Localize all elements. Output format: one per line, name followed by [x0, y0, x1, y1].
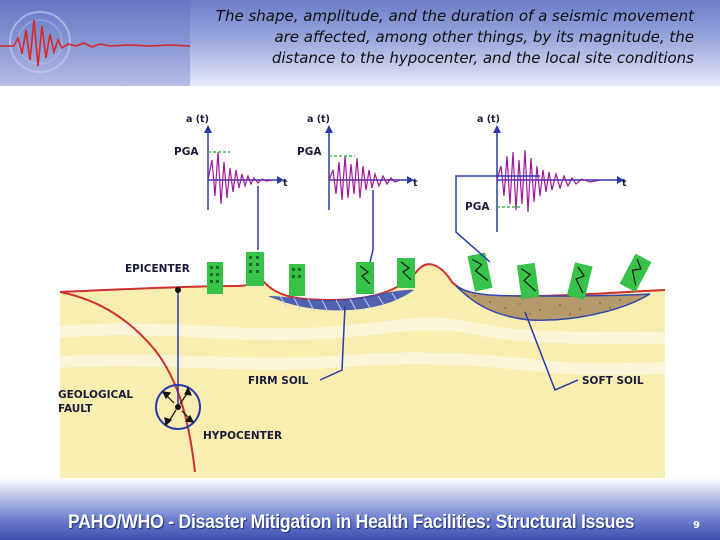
header-band: [0, 0, 720, 86]
hypocenter-dot: [175, 404, 181, 410]
hypocenter-arrows: [161, 386, 195, 427]
accelerogram-3-pga-label: PGA: [465, 201, 490, 213]
accelerogram-1-y-label: a (t): [186, 114, 209, 125]
building-7: [516, 262, 540, 300]
geological-fault-line: [59, 291, 196, 473]
accelerogram-2-x-label: t: [413, 178, 418, 189]
accelerogram-3: [493, 125, 624, 232]
seismic-diagram: a (t) PGA t a (t) PGA t a (t) PGA t: [58, 114, 666, 478]
accelerogram-2-connector: [369, 190, 374, 263]
ground-stripes: [60, 317, 665, 344]
building-2: [246, 252, 264, 286]
soft-soil-label: SOFT SOIL: [582, 375, 644, 387]
hypocenter-circle: [155, 384, 201, 430]
accelerogram-2: [325, 125, 414, 210]
accelerogram-2-y-label: a (t): [307, 114, 330, 125]
slide-title-line-2: are affected, among other things, by its…: [274, 28, 694, 46]
soft-soil-speckle: [474, 295, 621, 315]
building-3: [289, 264, 305, 296]
building-9: [619, 253, 652, 293]
accelerogram-2-pga-label: PGA: [297, 146, 322, 158]
epicenter-dot: [175, 287, 181, 293]
firm-soil-pointer: [319, 305, 346, 381]
accelerogram-3-y-label: a (t): [477, 114, 500, 125]
accelerogram-3-connector: [455, 175, 540, 263]
building-6: [467, 252, 493, 292]
footer-band: [0, 478, 720, 540]
hypocenter-label: HYPOCENTER: [203, 430, 282, 442]
soft-soil-pointer: [524, 311, 579, 391]
page-number: 9: [693, 520, 700, 531]
accelerogram-1: [204, 125, 284, 210]
slide-title-line-1: The shape, amplitude, and the duration o…: [215, 7, 694, 25]
building-1: [207, 262, 223, 294]
epicenter-label: EPICENTER: [125, 263, 190, 275]
geological-fault-label-line-1: GEOLOGICAL: [58, 389, 133, 401]
ground-stripes-2: [60, 352, 665, 376]
slide-title-line-3: distance to the hypocenter, and the loca…: [271, 49, 694, 67]
firm-soil-basin: [268, 289, 414, 311]
accelerogram-1-pga-label: PGA: [174, 146, 199, 158]
accelerogram-1-x-label: t: [283, 178, 288, 189]
slide-title: The shape, amplitude, and the duration o…: [134, 6, 694, 69]
building-4: [356, 262, 374, 294]
building-5: [397, 258, 415, 288]
seismograph-logo-graphic: [0, 0, 190, 86]
firm-soil-label: FIRM SOIL: [248, 375, 309, 387]
geological-fault-label-line-2: FAULT: [58, 403, 93, 415]
firm-soil-hatch: [279, 292, 398, 313]
accelerogram-3-x-label: t: [622, 178, 627, 189]
footer-title: PAHO/WHO - Disaster Mitigation in Health…: [68, 512, 635, 533]
building-8: [566, 262, 593, 300]
soft-soil-basin: [455, 285, 651, 322]
